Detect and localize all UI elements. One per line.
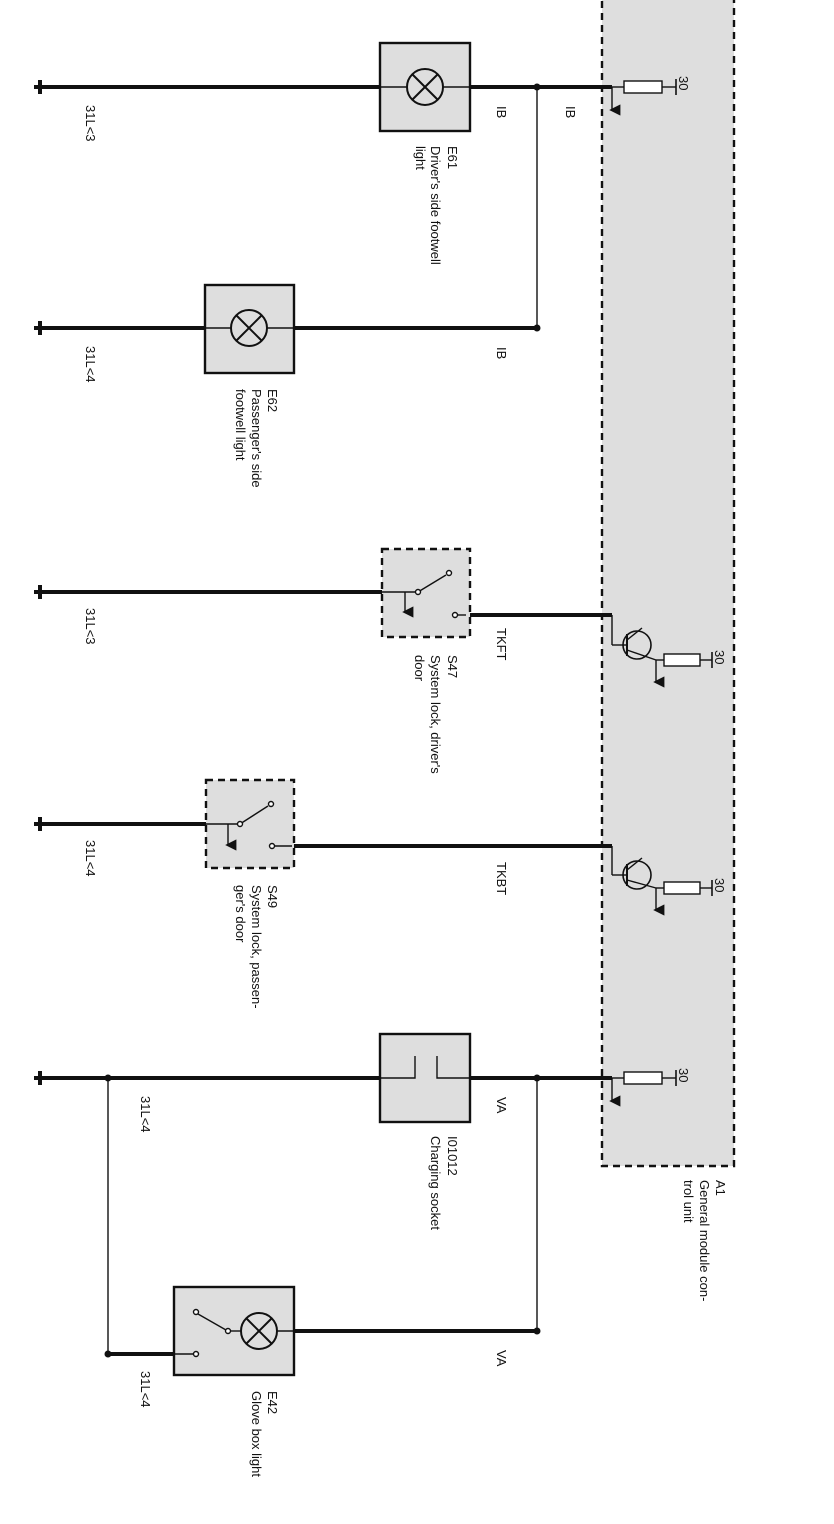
s47-box [380, 547, 472, 639]
lamp-icon [205, 309, 294, 347]
component-name: footwell light [233, 389, 248, 461]
module-name: General module con- [697, 1180, 712, 1301]
component-name: door [412, 655, 427, 682]
module-name-line2: trol unit [681, 1180, 696, 1223]
row-s47 [34, 547, 713, 688]
component-name: System lock, passen- [249, 885, 264, 1009]
resistor-icon [609, 1070, 677, 1107]
component-name: Driver's side footwell [428, 146, 443, 265]
signal-label: IB [563, 106, 578, 118]
row-e62 [34, 283, 541, 375]
signal-label: VA [494, 1097, 509, 1114]
transistor-icon [611, 846, 713, 916]
switch-icon [382, 569, 466, 619]
switch-icon [206, 800, 292, 851]
module-name: trol unit [681, 1180, 696, 1223]
component-id: E61 [445, 146, 460, 169]
pin-30-label: 30 [676, 76, 691, 90]
ground-label: 31L<4 [83, 840, 98, 877]
component-name: System lock, driver's [428, 655, 443, 774]
component-name: Glove box light [249, 1391, 264, 1477]
row-s49 [34, 778, 713, 916]
ground-terminal-icon [34, 585, 42, 599]
signal-label: TKFT [494, 628, 509, 661]
component-id: S49 [265, 885, 280, 908]
resistor-icon [609, 79, 677, 116]
ground-terminal-icon [34, 817, 42, 831]
general-module-block [600, 0, 736, 1168]
row-i01012 [34, 1032, 677, 1354]
component-id: S47 [445, 655, 460, 678]
transistor-icon [611, 615, 713, 688]
signal-label: VA [494, 1350, 509, 1367]
ground-label: 31L<4 [83, 346, 98, 383]
module-id: A1 [713, 1180, 728, 1196]
row-e42 [104, 1285, 541, 1377]
ground-terminal-icon [34, 1071, 42, 1085]
socket-icon [380, 1056, 470, 1079]
component-name: light [413, 146, 428, 170]
component-id: E62 [265, 389, 280, 412]
component-name: Charging socket [428, 1136, 443, 1230]
pin-30-label: 30 [712, 650, 727, 664]
pin-30-label: 30 [712, 878, 727, 892]
signal-label: IB [494, 347, 509, 359]
signal-label: IB [494, 106, 509, 118]
component-name: ger's door [233, 885, 248, 943]
pin-30-label: 30 [676, 1068, 691, 1082]
lamp-icon [380, 68, 470, 106]
row-e61 [34, 41, 677, 328]
module-name-line1: General module con- [697, 1180, 712, 1301]
signal-label: TKBT [494, 862, 509, 895]
ground-label: 31L<3 [83, 608, 98, 645]
component-id: I01012 [445, 1136, 460, 1176]
ground-label: 31L<4 [138, 1371, 153, 1408]
lamp-switch-icon [174, 1308, 294, 1358]
ground-label: 31L<3 [83, 105, 98, 142]
component-id: E42 [265, 1391, 280, 1414]
component-name: Passenger's side [249, 389, 264, 488]
ground-label: 31L<4 [138, 1096, 153, 1133]
ground-terminal-icon [34, 80, 42, 94]
ground-terminal-icon [34, 321, 42, 335]
